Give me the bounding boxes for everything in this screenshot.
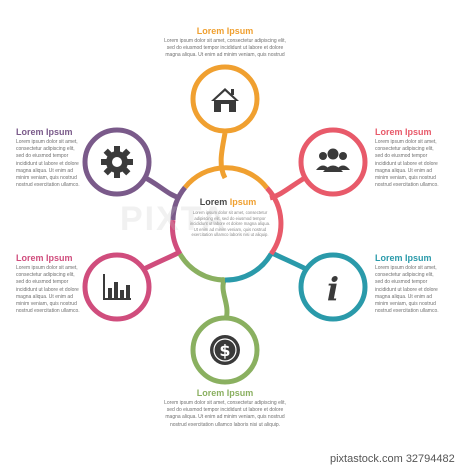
- connector-upper-left: [140, 173, 181, 201]
- text-block-upper-left: Lorem Ipsum Lorem ipsum dolor sit amet, …: [16, 127, 86, 189]
- block-line: nostrud exercitation ullamco.: [16, 308, 80, 315]
- stock-footer: pixtastock.com 32794482: [330, 453, 455, 465]
- block-line: Lorem ipsum dolor sit amet, consectetur …: [164, 38, 286, 44]
- block-line: sed do eiusmod tempor: [16, 279, 69, 286]
- block-line: magna aliqua. Ut enim ad minim veniam, q…: [165, 52, 285, 59]
- block-line: consectetur adipiscing elit,: [16, 272, 75, 279]
- connector-lower-right: [268, 249, 310, 273]
- block-line: minim veniam, quis nostrud: [16, 301, 77, 308]
- text-block-top: Lorem Ipsum Lorem ipsum dolor sit amet, …: [135, 26, 315, 60]
- block-title: Lorem Ipsum: [16, 127, 73, 137]
- block-title: Lorem Ipsum: [375, 253, 432, 263]
- block-line: magna aliqua. Ut enim ad: [16, 167, 73, 174]
- connector-lower-left: [140, 249, 182, 273]
- block-line: magna aliqua. Ut enim ad: [375, 293, 432, 300]
- block-line: minim veniam, quis nostrud: [375, 175, 436, 182]
- block-line: Lorem ipsum dolor sit amet,: [16, 265, 78, 271]
- connector-top: [218, 132, 228, 180]
- block-line: Lorem ipsum dolor sit amet, consectetur …: [164, 400, 286, 406]
- block-line: minim veniam, quis nostrud: [16, 175, 77, 182]
- home-icon: [211, 88, 239, 112]
- block-line: incididunt ut labore et dolore: [16, 286, 79, 293]
- text-block-upper-right: Lorem Ipsum Lorem ipsum dolor sit amet, …: [375, 127, 445, 189]
- block-line: nostrud exercitation ullamco.: [375, 182, 439, 189]
- block-title: Lorem Ipsum: [196, 26, 254, 36]
- block-line: incididunt ut labore et dolore: [375, 160, 438, 167]
- block-line: magna aliqua. Ut enim ad minim veniam, q…: [165, 414, 285, 421]
- connector-upper-right: [269, 173, 310, 201]
- block-title: Lorem Ipsum: [196, 388, 254, 398]
- center-body: Lorem ipsum dolor sit amet, consectetur …: [190, 210, 270, 238]
- center-line: Lorem ipsum dolor sit amet, consectetur: [192, 210, 268, 215]
- block-line: sed do eiusmod tempor: [375, 279, 428, 286]
- node-bottom: $: [190, 315, 260, 385]
- dollar-coin-icon: $: [210, 335, 240, 365]
- block-line: sed do eiusmod tempor incididunt ut labo…: [166, 407, 284, 414]
- bar-chart-icon: [103, 274, 131, 300]
- center-title-part2: Ipsum: [229, 197, 257, 207]
- block-line: sed do eiusmod tempor: [375, 153, 428, 160]
- info-icon: i: [327, 270, 339, 308]
- center-title-part1: Lorem: [199, 197, 228, 207]
- node-upper-right: [298, 127, 368, 197]
- block-line: incididunt ut labore et dolore: [375, 286, 438, 293]
- center-title: Lorem Ipsum: [193, 197, 263, 207]
- node-upper-left: [82, 127, 152, 197]
- block-line: consectetur adipiscing elit,: [375, 146, 434, 153]
- block-line: Lorem ipsum dolor sit amet,: [16, 139, 78, 145]
- block-line: sed do eiusmod tempor: [16, 153, 69, 160]
- footer-id: 32794482: [405, 453, 455, 465]
- center-line: incididunt ut labore et dolore magna ali…: [190, 221, 271, 227]
- center-line: adipiscing elit, sed do eiusmod tempor: [194, 215, 266, 221]
- people-group-icon: [316, 148, 350, 172]
- block-line: nostrud exercitation ullamco.: [375, 308, 439, 315]
- block-title: Lorem Ipsum: [375, 127, 432, 137]
- block-line: consectetur adipiscing elit,: [375, 272, 434, 279]
- block-line: Lorem ipsum dolor sit amet,: [375, 265, 437, 271]
- text-block-bottom: Lorem Ipsum Lorem ipsum dolor sit amet, …: [135, 388, 315, 429]
- block-line: nostrud exercitation ullamco.: [16, 182, 80, 189]
- footer-site: pixtastock.com: [330, 453, 403, 465]
- center-ring: [170, 165, 284, 283]
- connector-bottom: [220, 276, 230, 323]
- block-line: sed do eiusmod tempor incididunt ut labo…: [166, 45, 284, 52]
- gear-icon: [101, 146, 133, 178]
- block-line: consectetur adipiscing elit,: [16, 146, 75, 153]
- svg-text:$: $: [219, 341, 230, 360]
- block-line: magna aliqua. Ut enim ad: [16, 293, 73, 300]
- watermark: PIXTA: [120, 200, 228, 238]
- block-line: incididunt ut labore et dolore: [16, 160, 79, 167]
- text-block-lower-right: Lorem Ipsum Lorem ipsum dolor sit amet, …: [375, 253, 445, 315]
- center-line: exercitation ullamco laboris nisi ut ali…: [191, 232, 269, 238]
- node-lower-left: [82, 252, 152, 322]
- block-line: minim veniam, quis nostrud: [375, 301, 436, 308]
- block-line: Lorem ipsum dolor sit amet,: [375, 139, 437, 145]
- svg-text:i: i: [327, 270, 339, 308]
- node-top: [190, 64, 260, 134]
- block-line: nostrud exercitation ullamco laboris nis…: [169, 421, 281, 428]
- center-line: Ut enim ad minim veniam, quis nostrud: [193, 226, 267, 232]
- block-title: Lorem Ipsum: [16, 253, 73, 263]
- node-lower-right: i: [298, 252, 368, 322]
- text-block-lower-left: Lorem Ipsum Lorem ipsum dolor sit amet, …: [16, 253, 86, 315]
- block-line: magna aliqua. Ut enim ad: [375, 167, 432, 174]
